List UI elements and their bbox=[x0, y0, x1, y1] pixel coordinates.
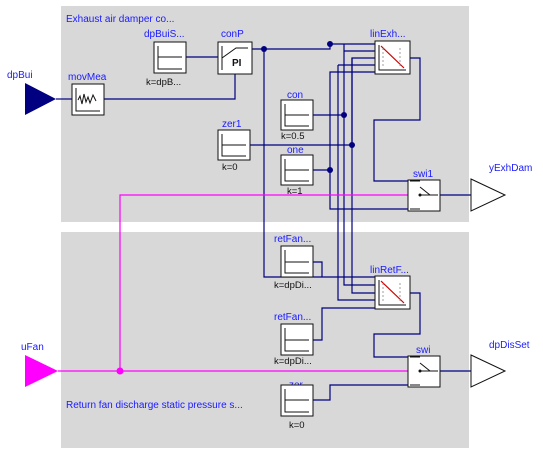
wire-con-bus bbox=[343, 44, 375, 286]
retfan1-block[interactable]: retFan... k=dpDi... bbox=[274, 234, 314, 291]
junction-dot bbox=[327, 41, 333, 47]
junction-dot-magenta bbox=[116, 367, 124, 375]
swi1-name: swi1 bbox=[413, 169, 433, 180]
wire-retfan2 bbox=[313, 307, 375, 341]
switch-pivot-icon bbox=[418, 369, 422, 373]
ufan-label: uFan bbox=[21, 342, 44, 353]
switch-pivot-icon bbox=[418, 193, 422, 197]
dpdisset-label: dpDisSet bbox=[489, 340, 530, 351]
swi1-block[interactable]: swi1 bbox=[407, 169, 441, 212]
dpdisset-output-connector[interactable] bbox=[470, 354, 507, 388]
zer-param: k=0 bbox=[289, 420, 305, 431]
switch-icon bbox=[410, 356, 438, 386]
retfan1-name: retFan... bbox=[274, 234, 311, 245]
connection-wires bbox=[56, 41, 471, 401]
zer-block[interactable]: zer k=0 bbox=[280, 380, 314, 431]
linexh-name: linExh... bbox=[370, 29, 406, 40]
constant-icon bbox=[284, 389, 309, 413]
junction-dot bbox=[341, 112, 347, 118]
zer1-param: k=0 bbox=[222, 162, 238, 173]
swi-name: swi bbox=[416, 345, 430, 356]
movmea-name: movMea bbox=[68, 72, 107, 83]
one-block[interactable]: one k=1 bbox=[280, 145, 314, 197]
wire-retfan1 bbox=[313, 261, 323, 277]
conp-block[interactable]: conP PI bbox=[217, 29, 253, 75]
con-param: k=0.5 bbox=[281, 131, 305, 142]
axes-icon bbox=[378, 45, 406, 71]
pi-response-icon bbox=[221, 46, 248, 70]
wire-zer-swi bbox=[313, 384, 408, 401]
junction-dot bbox=[349, 142, 355, 148]
linexh-block[interactable]: linExh... bbox=[370, 29, 411, 75]
junction-dot bbox=[261, 46, 267, 52]
pi-symbol: PI bbox=[232, 58, 242, 69]
con-name: con bbox=[287, 90, 303, 101]
retfan2-block[interactable]: retFan... k=dpDi... bbox=[274, 312, 314, 367]
constant-icon bbox=[284, 328, 309, 352]
yexhdam-label: yExhDam bbox=[489, 163, 532, 174]
limit-lines-icon bbox=[382, 283, 401, 303]
return-fan-group-title: Return fan discharge static pressure s..… bbox=[66, 400, 243, 411]
constant-icon bbox=[284, 250, 309, 274]
limit-lines-icon bbox=[382, 48, 401, 68]
wire-one-linexh bbox=[329, 71, 375, 170]
movmea-block[interactable]: movMea bbox=[68, 72, 107, 116]
wire-linexh-swi1 bbox=[373, 57, 421, 182]
exhaust-group-title: Exhaust air damper co... bbox=[66, 14, 174, 25]
conp-name: conP bbox=[221, 29, 244, 40]
zer1-block[interactable]: zer1 k=0 bbox=[217, 119, 251, 173]
axes-icon bbox=[75, 88, 100, 112]
constant-icon bbox=[284, 159, 309, 182]
switch-icon bbox=[410, 180, 438, 210]
constant-icon bbox=[284, 104, 309, 127]
wire-linretf-swi bbox=[373, 292, 421, 358]
wire-bus-linretf bbox=[337, 65, 375, 301]
dpbuiset-name: dpBuiS... bbox=[144, 29, 185, 40]
linretf-block[interactable]: linRetF... bbox=[370, 265, 411, 310]
wire-zer1-bus bbox=[351, 58, 375, 294]
swi-block[interactable]: swi bbox=[407, 345, 441, 388]
constant-icon bbox=[221, 134, 246, 157]
ufan-input-connector[interactable] bbox=[25, 355, 58, 387]
wire-ufan-swi1 bbox=[119, 194, 408, 371]
moving-average-icon bbox=[77, 93, 97, 105]
con-block[interactable]: con k=0.5 bbox=[280, 90, 314, 142]
retfan2-name: retFan... bbox=[274, 312, 311, 323]
retfan1-param: k=dpDi... bbox=[274, 280, 312, 291]
dpbuiset-block[interactable]: dpBuiS... k=dpB... bbox=[144, 29, 187, 88]
dpbuiset-param: k=dpB... bbox=[146, 77, 181, 88]
junction-dot bbox=[327, 167, 333, 173]
axes-icon bbox=[378, 280, 406, 306]
dpbui-input-connector[interactable] bbox=[25, 83, 56, 115]
linretf-name: linRetF... bbox=[370, 265, 409, 276]
return-fan-group bbox=[61, 232, 469, 448]
boolean-wires bbox=[58, 194, 408, 375]
one-name: one bbox=[287, 145, 304, 156]
yexhdam-output-connector[interactable] bbox=[470, 178, 507, 212]
zer1-name: zer1 bbox=[222, 119, 242, 130]
dpbui-label: dpBui bbox=[7, 70, 33, 81]
retfan2-param: k=dpDi... bbox=[274, 356, 312, 367]
one-param: k=1 bbox=[287, 186, 303, 197]
wire-movmea-conp bbox=[104, 74, 236, 100]
wire-one-swi1 bbox=[313, 169, 408, 210]
constant-icon bbox=[157, 46, 182, 70]
